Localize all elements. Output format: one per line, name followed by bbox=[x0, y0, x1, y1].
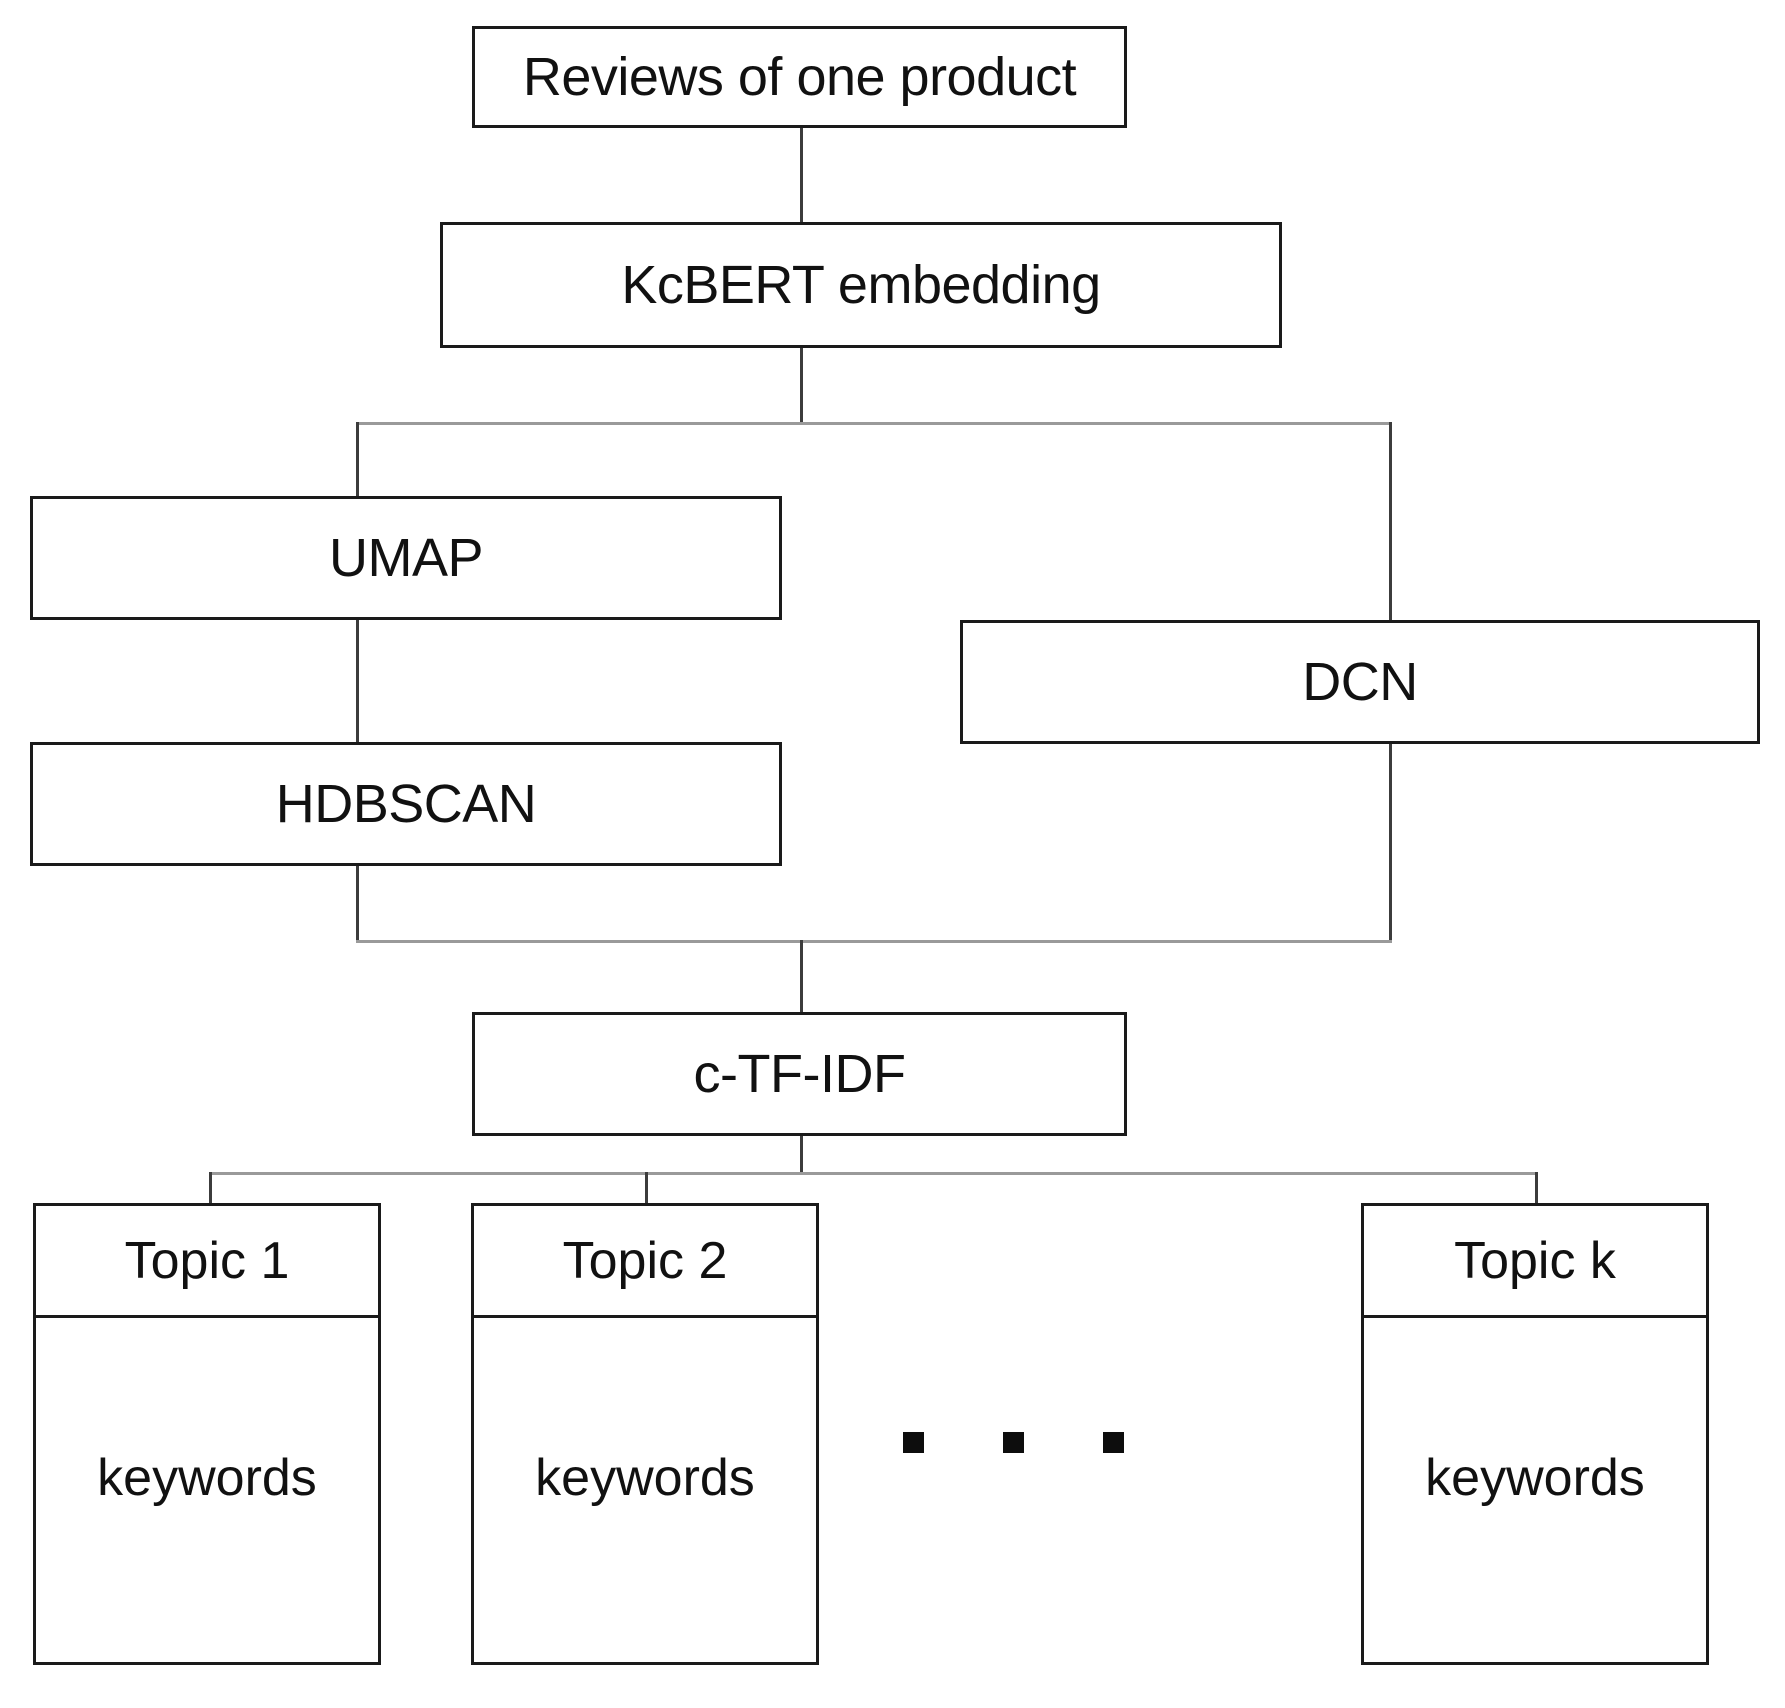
node-hdbscan-label: HDBSCAN bbox=[275, 774, 537, 834]
node-umap-label: UMAP bbox=[328, 528, 484, 588]
edge-topic-bus-drop-k bbox=[1535, 1172, 1538, 1205]
node-ctfidf-label: c-TF-IDF bbox=[693, 1044, 906, 1104]
edge-split-bus-left-drop bbox=[356, 422, 359, 498]
node-kcbert-label: KcBERT embedding bbox=[621, 255, 1101, 315]
topic-card-1-body: keywords bbox=[36, 1318, 378, 1662]
node-reviews-of-one-product[interactable]: Reviews of one product bbox=[472, 26, 1127, 128]
edge-kcbert-to-split-bus bbox=[800, 348, 803, 424]
split-bus-horizontal bbox=[356, 422, 1392, 425]
ellipsis-dot-3 bbox=[1103, 1432, 1124, 1453]
edge-hdbscan-to-merge-bus bbox=[356, 866, 359, 942]
edge-topic-bus-drop-1 bbox=[209, 1172, 212, 1205]
merge-bus-horizontal bbox=[356, 940, 1392, 943]
edge-ctfidf-to-topic-bus bbox=[800, 1136, 803, 1174]
edge-merge-bus-to-ctfidf bbox=[800, 940, 803, 1014]
topic-card-k[interactable]: Topic k keywords bbox=[1361, 1203, 1709, 1665]
node-kcbert-embedding[interactable]: KcBERT embedding bbox=[440, 222, 1282, 348]
topic-card-2-header: Topic 2 bbox=[474, 1206, 816, 1318]
node-c-tf-idf[interactable]: c-TF-IDF bbox=[472, 1012, 1127, 1136]
edge-topic-bus-drop-2 bbox=[645, 1172, 648, 1205]
edge-umap-to-hdbscan bbox=[356, 620, 359, 742]
topic-card-1-title: Topic 1 bbox=[124, 1231, 290, 1290]
edge-reviews-to-kcbert bbox=[800, 128, 803, 224]
node-umap[interactable]: UMAP bbox=[30, 496, 782, 620]
node-reviews-label: Reviews of one product bbox=[522, 47, 1077, 107]
topic-card-1[interactable]: Topic 1 keywords bbox=[33, 1203, 381, 1665]
edge-dcn-to-merge-bus bbox=[1389, 744, 1392, 942]
topic-card-k-title: Topic k bbox=[1454, 1231, 1616, 1290]
topic-card-k-keywords: keywords bbox=[1425, 1449, 1645, 1507]
topic-card-k-body: keywords bbox=[1364, 1318, 1706, 1662]
topic-branch-bus-horizontal bbox=[209, 1172, 1538, 1175]
topic-card-2-body: keywords bbox=[474, 1318, 816, 1662]
node-dcn-label: DCN bbox=[1302, 652, 1418, 712]
ellipsis-dot-1 bbox=[903, 1432, 924, 1453]
ellipsis-dot-2 bbox=[1003, 1432, 1024, 1453]
edge-split-bus-right-drop bbox=[1389, 422, 1392, 622]
topic-card-1-header: Topic 1 bbox=[36, 1206, 378, 1318]
topic-card-2[interactable]: Topic 2 keywords bbox=[471, 1203, 819, 1665]
node-hdbscan[interactable]: HDBSCAN bbox=[30, 742, 782, 866]
node-dcn[interactable]: DCN bbox=[960, 620, 1760, 744]
topic-card-2-keywords: keywords bbox=[535, 1449, 755, 1507]
topic-card-k-header: Topic k bbox=[1364, 1206, 1706, 1318]
topic-card-2-title: Topic 2 bbox=[562, 1231, 728, 1290]
topic-card-1-keywords: keywords bbox=[97, 1449, 317, 1507]
